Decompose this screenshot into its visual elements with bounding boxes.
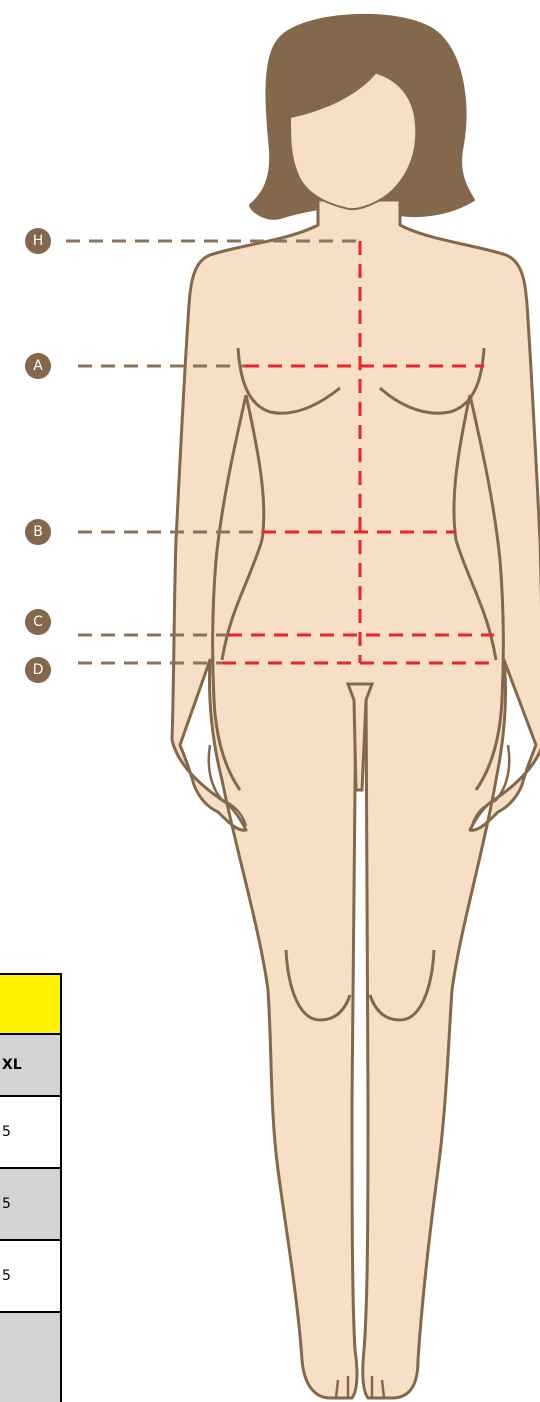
svg-text:D: D [33,662,44,678]
size-table-header-row: XL [0,1034,61,1096]
marker-h: H [25,228,51,254]
svg-text:H: H [33,233,44,249]
svg-text:B: B [33,524,43,540]
size-table-header-xl: XL [0,1034,61,1096]
size-table-cell: 5 [0,1240,61,1312]
size-table-title-cell [0,974,61,1034]
size-table-cell: 5 [0,1096,61,1168]
size-table-row: 5 [0,1096,61,1168]
size-table-title-row [0,974,61,1034]
size-table: XL 5 5 5 [0,973,62,1402]
size-table-cell [0,1312,61,1402]
size-table-row [0,1312,61,1402]
marker-c: C [25,609,51,635]
svg-text:C: C [33,614,43,630]
size-table-row: 5 [0,1240,61,1312]
marker-a: A [25,353,51,379]
body-silhouette [172,200,540,1398]
svg-text:A: A [33,358,43,374]
marker-d: D [25,657,51,683]
size-table-row: 5 [0,1168,61,1240]
marker-b: B [25,519,51,545]
size-table-cell: 5 [0,1168,61,1240]
